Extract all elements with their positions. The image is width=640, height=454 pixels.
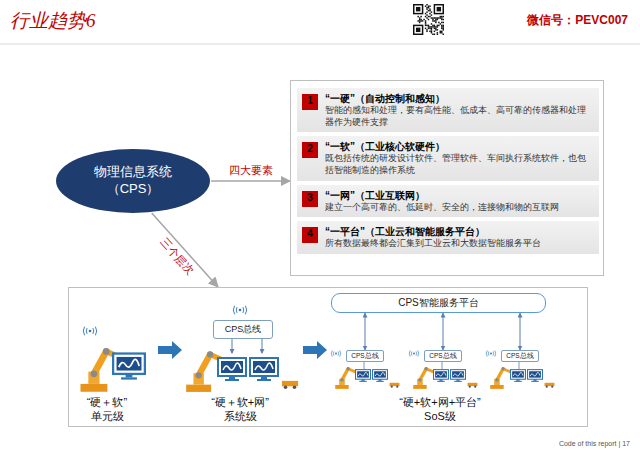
level-formula: “硬＋软+网” [211, 395, 269, 410]
connector [443, 313, 444, 350]
callout-number: 1 [302, 94, 318, 110]
level-name: 单元级 [91, 409, 124, 424]
bus-box: CPS总线 [424, 350, 462, 362]
element-body: 所有数据最终都会汇集到工业云和大数据智能服务平台 [325, 238, 593, 250]
bus-name: CPS总线 [503, 352, 537, 360]
bus-name: CPS总线 [348, 352, 382, 360]
callout-number: 2 [302, 142, 318, 158]
element-body: 建立一个高可靠的、低延时、安全的，连接物和物的互联网 [325, 202, 593, 214]
callout-number: 4 [302, 227, 318, 240]
bus-box: CPS总线 [346, 350, 384, 362]
element-heading: “一网”（工业互联网） [325, 189, 593, 202]
connector [520, 313, 521, 350]
levels-panel: CPS总线 CPS智能服务平台 CPS总线 CPS总线 CPS总线 [68, 287, 588, 427]
wechat-id: 微信号：PEVC007 [527, 12, 628, 29]
element-heading: “一硬”（自动控制和感知） [325, 92, 593, 105]
system-name: 物理信息系统 （CPS） [87, 164, 179, 198]
callout-number: 2 [302, 142, 318, 155]
element-item: “一平台”（工业云和智能服务平台）所有数据最终都会汇集到工业云和大数据智能服务平… [297, 221, 599, 254]
level-formula: “硬＋软” [87, 395, 127, 410]
level-name: SoS级 [424, 409, 456, 424]
footer-note: Code of this report | 17 [559, 440, 630, 447]
bus-name: CPS总线 [426, 352, 460, 360]
platform-name: CPS智能服务平台 [336, 296, 541, 310]
bus-name: CPS总线 [216, 323, 270, 336]
element-body: 既包括传统的研发设计软件、管理软件、车间执行系统软件，也包括智能制造的操作系统 [325, 153, 593, 176]
connector [211, 180, 290, 182]
element-body: 智能的感知和处理，要有高性能、低成本、高可靠的传感器和处理器作为硬件支撑 [325, 105, 593, 128]
element-heading: “一平台”（工业云和智能服务平台） [325, 225, 593, 238]
system-ellipse: 物理信息系统 （CPS） [55, 148, 211, 214]
callout-number: 3 [302, 191, 318, 204]
element-heading: “一软”（工业核心软硬件） [325, 140, 593, 153]
edge-label: 三个层次 [156, 234, 198, 279]
element-item: “一网”（工业互联网）建立一个高可靠的、低延时、安全的，连接物和物的互联网 3 [297, 185, 599, 218]
edge-label: 四大要素 [227, 164, 275, 177]
callout-number: 1 [302, 94, 318, 107]
bus-box: CPS总线 [501, 350, 539, 362]
connector [365, 313, 366, 350]
level-name: 系统级 [224, 409, 257, 424]
callout-number: 3 [302, 191, 318, 207]
level-formula: “硬+软+网+平台” [399, 395, 481, 410]
slide-title: 行业趋势6 [10, 8, 96, 34]
elements-panel: “一硬”（自动控制和感知）智能的感知和处理，要有高性能、低成本、高可靠的传感器和… [290, 80, 604, 276]
connector [152, 213, 218, 287]
bus-box: CPS总线 [213, 320, 273, 339]
element-item: “一硬”（自动控制和感知）智能的感知和处理，要有高性能、低成本、高可靠的传感器和… [297, 88, 599, 132]
element-item: “一软”（工业核心软硬件）既包括传统的研发设计软件、管理软件、车间执行系统软件，… [297, 136, 599, 180]
callout-number: 4 [302, 227, 318, 243]
platform-box: CPS智能服务平台 [331, 293, 546, 313]
